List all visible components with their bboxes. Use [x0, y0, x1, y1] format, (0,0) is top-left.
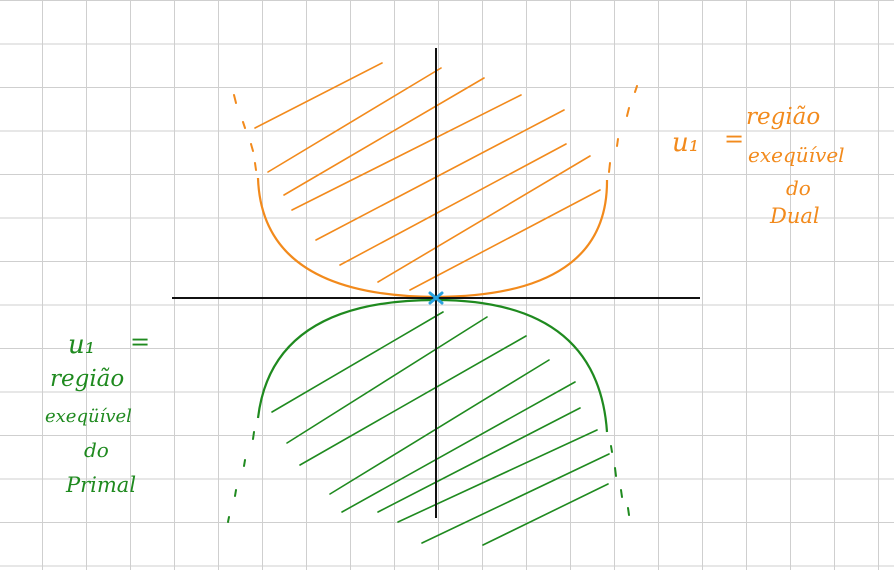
dual-boundary-dashed-extension [233, 85, 638, 173]
dual-boundary-curve [256, 177, 609, 299]
primal-label-line4: Primal [66, 473, 137, 497]
primal-hatch-line [271, 311, 444, 413]
dual-label-line4: Dual [770, 204, 820, 228]
primal-equals: = [130, 328, 151, 356]
primal-hatch-line [329, 359, 550, 495]
dual-hatch-line [267, 67, 442, 173]
dual-hatch-line [291, 94, 522, 211]
primal-label-line1: região [50, 366, 125, 392]
primal-hatch-line [421, 453, 610, 544]
primal-hatch-line [299, 335, 527, 466]
dual-region-hatching [254, 62, 601, 291]
dual-hatch-line [283, 77, 485, 196]
dual-hatch-line [339, 143, 567, 266]
dual-symbol: u₁ [672, 128, 700, 158]
dual-hatch-line [377, 155, 591, 283]
x-mark-icon [428, 291, 444, 305]
primal-label-line3: do [84, 438, 109, 462]
dual-label-line2: exeqüível [748, 143, 845, 167]
dual-hatch-line [315, 109, 565, 241]
primal-hatch-line [397, 429, 598, 523]
primal-hatch-line [482, 483, 609, 546]
primal-hatch-line [377, 407, 581, 513]
primal-hatch-line [286, 316, 488, 444]
dual-hatch-line [409, 189, 601, 291]
primal-hatch-line [341, 381, 576, 513]
primal-boundary-curve [256, 298, 609, 433]
primal-boundary-dashed-extension [227, 431, 630, 523]
primal-label-line2: exeqüível [45, 406, 132, 427]
primal-symbol: u₁ [68, 330, 96, 360]
dual-label-line1: região [746, 104, 821, 130]
dual-equals: = [724, 125, 745, 153]
dual-label-line3: do [786, 176, 811, 200]
primal-region-hatching [271, 311, 610, 546]
dual-hatch-line [254, 62, 383, 129]
